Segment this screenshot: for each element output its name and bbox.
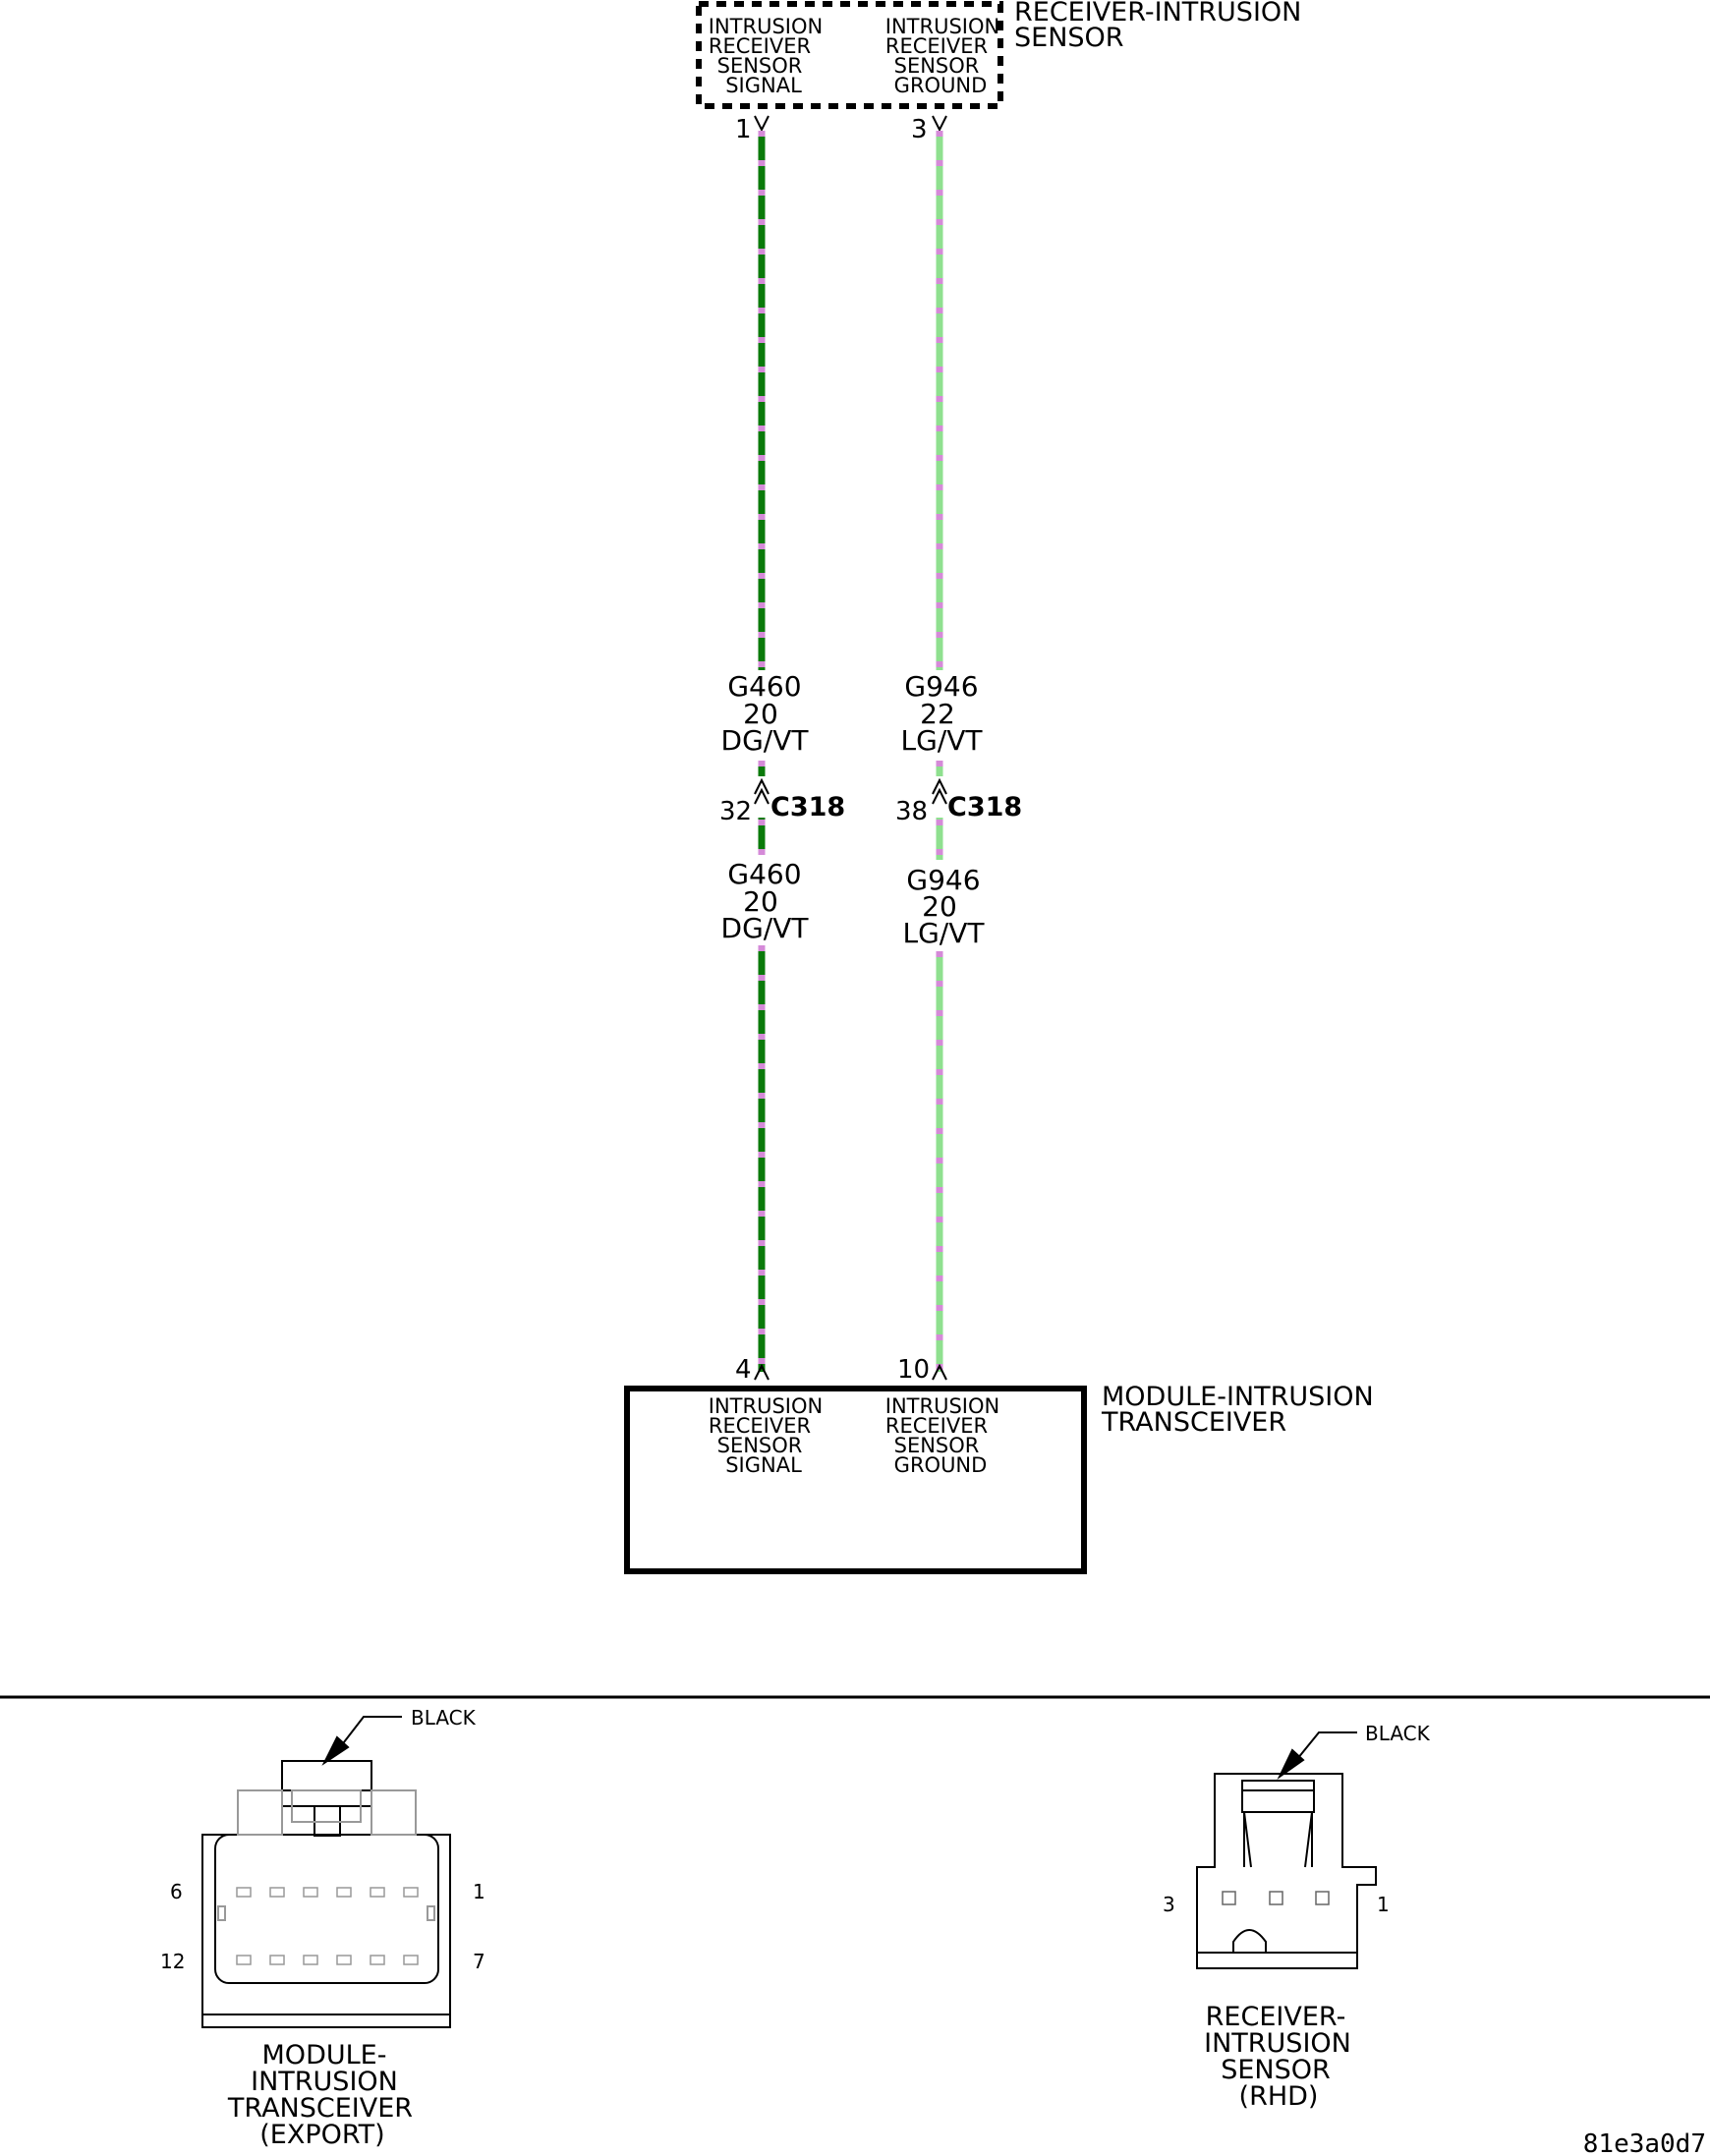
sensor-caption-line3: SENSOR: [1221, 2055, 1331, 2085]
module-caption-line1: MODULE-: [262, 2040, 387, 2071]
receiver-pin-ground-line3: SENSOR: [894, 54, 980, 78]
sensor-color-label: BLACK: [1365, 1722, 1431, 1745]
sensor-pin-3: 3: [1163, 1893, 1175, 1916]
module-title-line1: MODULE-INTRUSION: [1102, 1382, 1374, 1412]
receiver-pin-ground-line1: INTRUSION: [885, 15, 999, 38]
diagram-id: 81e3a0d7: [1583, 2129, 1706, 2156]
c318-ground-terminal: [932, 777, 947, 805]
module-caption-line3: TRANSCEIVER: [227, 2093, 413, 2124]
module-color-label: BLACK: [411, 1706, 477, 1730]
module-pin-signal-label: INTRUSION RECEIVER SENSOR SIGNAL: [709, 1394, 823, 1477]
module-pin-signal-line3: SENSOR: [717, 1434, 803, 1457]
sensor-connector-view-labels: BLACK 3 1 RECEIVER- INTRUSION SENSOR (RH…: [1163, 1722, 1431, 2112]
wire-g460-lower-gauge: 20: [743, 885, 778, 918]
sensor-caption-line4: (RHD): [1239, 2081, 1319, 2112]
module-caption-line4: (EXPORT): [259, 2120, 384, 2150]
receiver-pin-ground-line2: RECEIVER: [885, 34, 988, 58]
wire-label-g460-upper: G460 20 DG/VT: [721, 670, 810, 757]
module-pin-12: 12: [160, 1950, 185, 1973]
module-connector-view-labels: BLACK 6 1 12 7 MODULE- INTRUSION TRANSCE…: [160, 1706, 485, 2150]
receiver-pin-signal-line1: INTRUSION: [709, 15, 823, 38]
module-housing-outline: [201, 1760, 451, 2028]
receiver-pin-ground-line4: GROUND: [894, 74, 988, 97]
wire-g946-upper-circuit: G946: [904, 670, 978, 703]
module-cavities: [236, 1887, 419, 1965]
receiver-pin-signal-label: INTRUSION RECEIVER SENSOR SIGNAL: [709, 15, 823, 97]
c318-name-ground: C318: [947, 792, 1022, 823]
module-pin-signal-line2: RECEIVER: [709, 1414, 811, 1438]
module-color-arrow: [321, 1735, 350, 1766]
wire-g460-upper-gauge: 20: [743, 698, 778, 730]
wire-label-g946-upper: G946 22 LG/VT: [901, 670, 984, 757]
module-pin-ground-line2: RECEIVER: [885, 1414, 988, 1438]
sensor-housing-outline: [1196, 1773, 1377, 1969]
module-pin-ground-line3: SENSOR: [894, 1434, 980, 1457]
wire-g946-upper-gauge: 22: [920, 698, 955, 730]
receiver-pin-signal-line2: RECEIVER: [709, 34, 811, 58]
c318-signal-terminal: [754, 777, 770, 805]
sensor-caption-line2: INTRUSION: [1204, 2028, 1351, 2059]
receiver-pin3-number: 3: [911, 115, 928, 144]
c318-ground-pin: 38: [895, 797, 928, 826]
module-pin-6: 6: [170, 1880, 183, 1903]
receiver-title-line1: RECEIVER-INTRUSION: [1014, 0, 1301, 28]
sensor-color-arrow: [1277, 1748, 1305, 1781]
wire-g946-lower-gauge: 20: [922, 890, 957, 923]
module-title-line2: TRANSCEIVER: [1101, 1407, 1286, 1438]
module-pin-7: 7: [473, 1950, 485, 1973]
wire-g460-lower-color: DG/VT: [721, 912, 810, 944]
receiver-pin1-terminal: [754, 115, 770, 133]
wire-label-g460-lower: G460 20 DG/VT: [721, 858, 810, 944]
module-pin-ground-line1: INTRUSION: [885, 1394, 999, 1418]
module-pin-ground-label: INTRUSION RECEIVER SENSOR GROUND: [885, 1394, 999, 1477]
module-pin4-number: 4: [735, 1355, 752, 1385]
wire-g946-lower-color: LG/VT: [903, 917, 986, 949]
receiver-title-line2: SENSOR: [1014, 23, 1124, 53]
c318-signal-pin: 32: [719, 797, 752, 826]
sensor-connector-view: [1196, 1731, 1377, 1969]
c318-name-signal: C318: [770, 792, 845, 823]
receiver-pin1-number: 1: [735, 115, 752, 144]
receiver-pin-signal-line4: SIGNAL: [725, 74, 802, 97]
wire-g460-lower-circuit: G460: [727, 858, 801, 890]
module-pin4-terminal: [754, 1363, 770, 1381]
receiver-intrusion-sensor: RECEIVER-INTRUSION SENSOR INTRUSION RECE…: [696, 0, 1301, 144]
receiver-pin3-terminal: [932, 115, 947, 133]
module-pin10-number: 10: [897, 1355, 930, 1385]
module-pin-1: 1: [473, 1880, 485, 1903]
wire-g460-upper-circuit: G460: [727, 670, 801, 703]
receiver-pin-ground-label: INTRUSION RECEIVER SENSOR GROUND: [885, 15, 999, 97]
module-pin-signal-line4: SIGNAL: [725, 1453, 802, 1477]
inline-connector-c318: 32 38 C318 C318: [719, 776, 1022, 826]
module-caption-line2: INTRUSION: [251, 2067, 398, 2097]
module-pin10-terminal: [932, 1363, 947, 1381]
module-outline: [624, 1386, 1087, 1574]
module-connector-view: [201, 1716, 451, 2028]
wire-g946-upper-color: LG/VT: [901, 724, 984, 757]
receiver-outline-dashed: [696, 1, 1003, 109]
module-pin-ground-line4: GROUND: [894, 1453, 988, 1477]
wire-g460-upper-color: DG/VT: [721, 724, 810, 757]
sensor-pin-1: 1: [1377, 1893, 1390, 1916]
module-pin-signal-line1: INTRUSION: [709, 1394, 823, 1418]
module-intrusion-transceiver: 4 10 MODULE-INTRUSION TRANSCEIVER INTRUS…: [624, 1355, 1374, 1574]
wire-g946-lower-circuit: G946: [906, 864, 980, 896]
module-color-leader: [336, 1716, 402, 1752]
sensor-cavities: [1222, 1891, 1330, 1905]
receiver-pin-signal-line3: SENSOR: [717, 54, 803, 78]
sensor-caption-line1: RECEIVER-: [1206, 2002, 1346, 2032]
wire-label-g946-lower: G946 20 LG/VT: [903, 864, 986, 949]
sensor-color-leader: [1292, 1731, 1357, 1765]
